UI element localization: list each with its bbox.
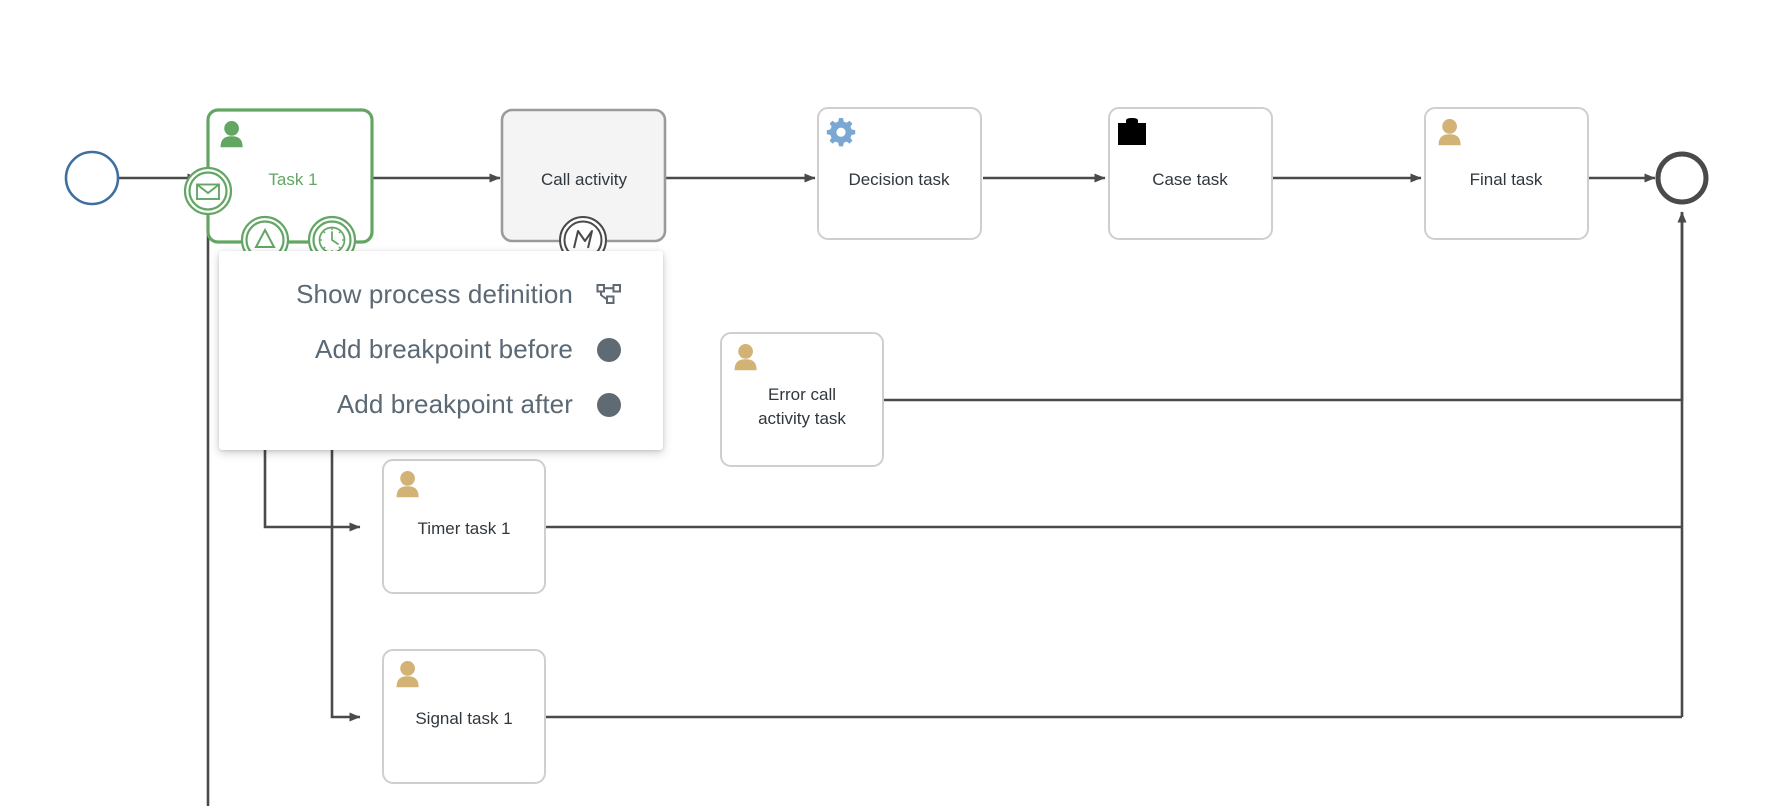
breakpoint-dot-icon: [595, 391, 623, 419]
context-menu-item-add-breakpoint-after[interactable]: Add breakpoint after: [219, 377, 663, 432]
task-node-decision-task[interactable]: Decision task: [817, 107, 982, 240]
message-boundary-event[interactable]: [183, 166, 233, 216]
person-icon: [396, 661, 419, 688]
context-menu-item-add-breakpoint-before[interactable]: Add breakpoint before: [219, 322, 663, 377]
task-label-decision-task: Decision task: [848, 170, 950, 189]
task-label-error-call-activity-task-line1: Error call: [768, 385, 836, 404]
breakpoint-dot-icon: [595, 336, 623, 364]
task-node-signal-task-1[interactable]: Signal task 1: [382, 649, 546, 784]
person-icon: [396, 471, 419, 498]
start-event[interactable]: [64, 150, 120, 206]
gear-icon: [826, 118, 856, 147]
person-icon: [220, 121, 243, 148]
task-node-task-1[interactable]: Task 1: [206, 108, 374, 244]
process-definition-icon: [595, 281, 623, 309]
context-menu-item-label: Add breakpoint after: [336, 389, 573, 419]
envelope-icon: [196, 183, 220, 200]
task-label-error-call-activity-task-line2: activity task: [758, 409, 846, 428]
flow-errortask-return: [883, 211, 1687, 402]
task-label-timer-task-1: Timer task 1: [418, 519, 511, 538]
task-label-final-task: Final task: [1470, 170, 1543, 189]
task-node-error-call-activity-task[interactable]: Error call activity task: [720, 332, 884, 467]
task-node-case-task[interactable]: Case task: [1108, 107, 1273, 240]
context-menu-item-label: Add breakpoint before: [315, 334, 573, 364]
task-node-timer-task-1[interactable]: Timer task 1: [382, 459, 546, 594]
lightning-bolt-icon: [573, 230, 593, 249]
context-menu-item-show-process-definition[interactable]: Show process definition: [219, 267, 663, 322]
task-label-task-1: Task 1: [268, 170, 317, 189]
context-menu[interactable]: Show process definition Add breakpoint b…: [219, 251, 663, 450]
person-icon: [734, 344, 757, 371]
task-label-case-task: Case task: [1152, 170, 1228, 189]
end-event[interactable]: [1655, 151, 1709, 205]
context-menu-item-label: Show process definition: [296, 279, 573, 309]
task-node-final-task[interactable]: Final task: [1424, 107, 1589, 240]
task-label-signal-task-1: Signal task 1: [415, 709, 512, 728]
person-icon: [1438, 119, 1461, 146]
triangle-icon: [254, 227, 276, 248]
task-label-call-activity: Call activity: [541, 170, 627, 189]
briefcase-icon: [1118, 118, 1146, 145]
